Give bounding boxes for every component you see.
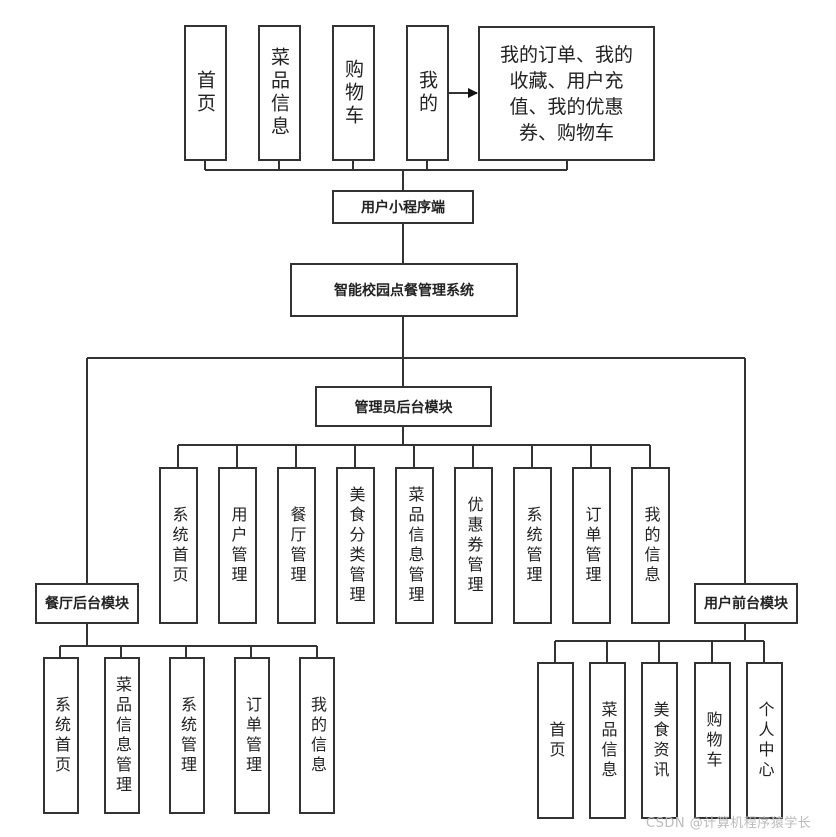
node-label: 系统管理 (523, 505, 543, 586)
node-user-front-item: 首页 (537, 662, 574, 819)
node-label: 餐厅管理 (287, 505, 307, 586)
node-user-app: 用户小程序端 (332, 190, 474, 224)
node-label: 用户前台模块 (704, 595, 788, 612)
node-user-front-item: 购物车 (694, 662, 731, 819)
node-restaurant-item: 菜品信息管理 (104, 657, 140, 814)
node-label: 系统管理 (178, 695, 197, 776)
node-label: 用户管理 (228, 505, 248, 586)
node-label: 系统首页 (52, 695, 71, 776)
node-label: 菜品信息管理 (113, 675, 132, 796)
node-restaurant-item: 系统管理 (169, 657, 205, 814)
node-user-front-item: 美食资讯 (641, 662, 678, 819)
node-user-app-mine: 我的 (406, 25, 449, 161)
node-label: 我的信息 (641, 505, 661, 586)
node-label: 餐厅后台模块 (45, 595, 129, 612)
node-admin-item: 美食分类管理 (336, 467, 375, 624)
node-user-app-mine-details: 我的订单、我的收藏、用户充值、我的优惠券、购物车 (478, 26, 655, 161)
node-admin-item: 订单管理 (572, 467, 611, 624)
node-user-app-home: 首页 (184, 25, 227, 161)
node-label: 我的订单、我的收藏、用户充值、我的优惠券、购物车 (499, 43, 633, 144)
node-admin-item: 系统首页 (159, 467, 198, 624)
node-user-app-cart: 购物车 (332, 25, 375, 161)
node-user-front-item: 个人中心 (746, 662, 783, 819)
node-user-front-item: 菜品信息 (589, 662, 626, 819)
node-restaurant-item: 系统首页 (43, 657, 79, 814)
node-label: 首页 (546, 720, 566, 761)
node-label: 订单管理 (243, 695, 262, 776)
node-label: 购物车 (342, 58, 364, 128)
node-label: 个人中心 (755, 700, 775, 781)
node-restaurant-module: 餐厅后台模块 (35, 583, 139, 624)
node-restaurant-item: 我的信息 (299, 657, 335, 814)
node-restaurant-item: 订单管理 (234, 657, 270, 814)
node-label: 我的 (416, 70, 438, 116)
node-label: 我的信息 (308, 695, 327, 776)
node-admin-item: 餐厅管理 (277, 467, 316, 624)
node-label: 菜品信息 (268, 47, 290, 139)
node-admin-item: 菜品信息管理 (395, 467, 434, 624)
node-admin-module: 管理员后台模块 (315, 386, 492, 427)
node-label: 美食分类管理 (346, 485, 366, 606)
node-label: 系统首页 (169, 505, 189, 586)
node-admin-item: 用户管理 (218, 467, 257, 624)
node-user-front-module: 用户前台模块 (694, 583, 798, 624)
watermark: CSDN @计算机程序猿学长 (646, 816, 812, 831)
node-label: 首页 (194, 70, 216, 116)
node-label: 管理员后台模块 (354, 399, 453, 416)
node-root-system: 智能校园点餐管理系统 (290, 263, 518, 317)
node-label: 菜品信息管理 (405, 485, 425, 606)
node-label: 美食资讯 (650, 700, 670, 781)
node-label: 优惠券管理 (464, 495, 484, 596)
node-label: 智能校园点餐管理系统 (334, 283, 474, 299)
node-admin-item: 系统管理 (513, 467, 552, 624)
node-user-app-dishes: 菜品信息 (258, 25, 301, 161)
node-label: 购物车 (703, 710, 723, 771)
node-label: 订单管理 (582, 505, 602, 586)
node-label: 用户小程序端 (361, 200, 445, 216)
node-admin-item: 我的信息 (631, 467, 670, 624)
node-label: 菜品信息 (598, 700, 618, 781)
node-admin-item: 优惠券管理 (454, 467, 493, 624)
